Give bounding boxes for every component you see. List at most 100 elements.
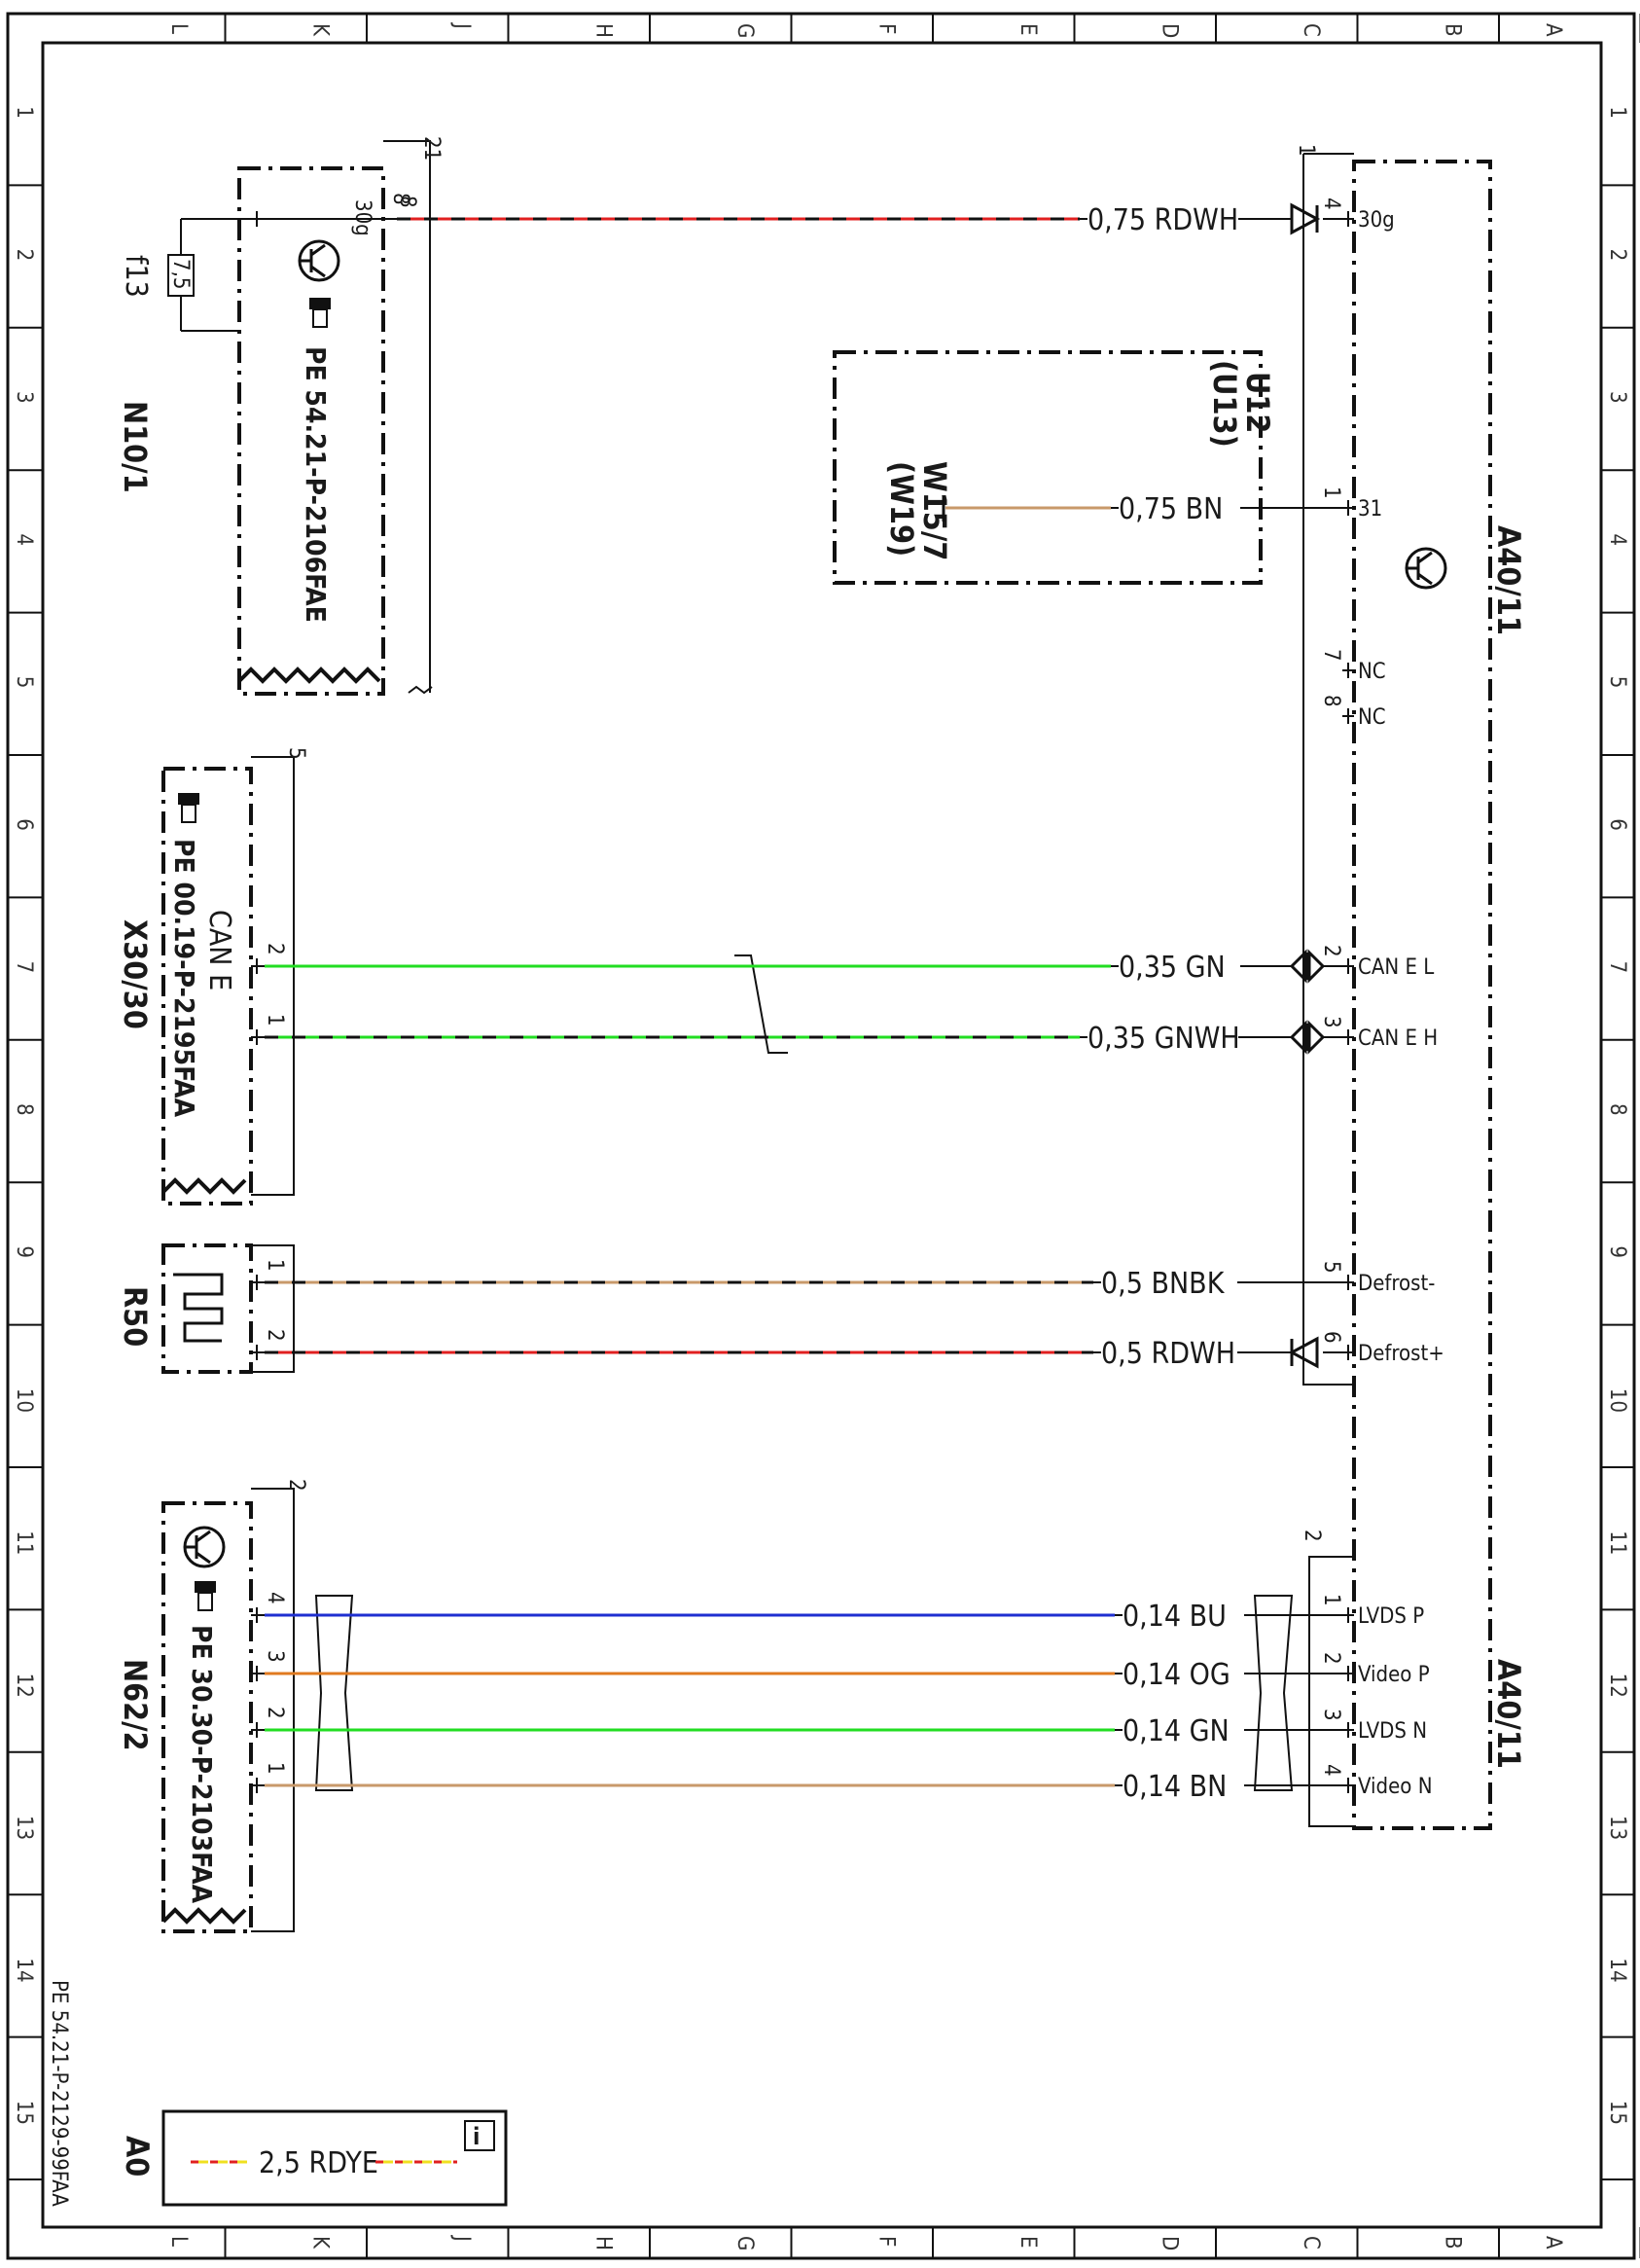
wire-label: 0,5 RDWH — [1101, 1337, 1235, 1371]
grid-row-label: 8 — [1605, 1103, 1629, 1116]
grid-column-label: G — [732, 23, 757, 38]
x30-30-connector-number: 5 — [284, 747, 308, 760]
fuse-value: 7,5 — [168, 259, 193, 289]
grid-row-label: 4 — [1605, 533, 1629, 546]
cable-shield-right — [1253, 1595, 1294, 1791]
signal-name: 31 — [1358, 497, 1382, 522]
grid-column-label: A — [1541, 23, 1565, 37]
wire-label: 0,14 GN — [1123, 1714, 1230, 1748]
wire-nc7[interactable]: 7NC — [1319, 649, 1386, 684]
pin-stub — [1342, 1722, 1354, 1738]
wire-label: 0,35 GNWH — [1087, 1022, 1240, 1056]
wire-label: 0,14 OG — [1123, 1658, 1230, 1692]
wire-nc8[interactable]: 8NC — [1319, 695, 1386, 730]
grid-column-label: H — [590, 2236, 615, 2250]
n10-1-pin-30g: 30g — [350, 199, 374, 236]
grid-row-label: 5 — [1605, 676, 1629, 689]
pin-stub — [1342, 500, 1354, 516]
info-icon-glyph: i — [473, 2123, 480, 2150]
pin-number: 8 — [1319, 695, 1343, 707]
heater-element-icon — [173, 1273, 224, 1343]
grid-row-label: 6 — [12, 818, 36, 831]
u13-alt-label: (U13) — [1206, 360, 1243, 448]
grid-row-label: 10 — [1605, 1388, 1629, 1413]
grid-column-label: C — [1299, 23, 1323, 37]
grid-column-label: B — [1440, 23, 1464, 37]
pin-stub — [1342, 1778, 1354, 1793]
wire-31[interactable]: 0,75 BN 1 31 — [945, 486, 1382, 526]
a0-label: A0 — [119, 2136, 156, 2177]
signal-name: LVDS N — [1358, 1719, 1427, 1744]
direction-arrow-icon — [1288, 1336, 1319, 1369]
pin-number: 1 — [1319, 486, 1343, 499]
n10-1-label: N10/1 — [117, 401, 154, 493]
grid-row-label: 15 — [12, 2101, 36, 2125]
grid-row-label: 9 — [1605, 1245, 1629, 1258]
grid-row-label: 5 — [12, 676, 36, 689]
grid-row-label: 10 — [12, 1388, 36, 1413]
transistor-icon — [1405, 547, 1447, 590]
signal-name: CAN E H — [1358, 1026, 1438, 1051]
a40-11-boundary — [1352, 160, 1492, 1830]
x30-30-connector-bracket — [251, 756, 295, 1196]
grid-row-label: 3 — [1605, 391, 1629, 404]
signal-name: CAN E L — [1358, 955, 1434, 980]
n10-1-pin-8: 8 — [388, 193, 412, 205]
pin-number: 4 — [1319, 198, 1343, 210]
r50-boundary — [161, 1243, 253, 1374]
source-pin-number: 2 — [263, 1329, 287, 1342]
w15-7-label: W15/7 — [916, 461, 953, 560]
cable-shield-left — [314, 1595, 354, 1791]
w19-alt-label: (W19) — [883, 461, 920, 557]
fuse-leads — [180, 218, 239, 332]
n62-2-reference: PE 30.30-P-2103FAA — [186, 1625, 218, 1904]
pin-number: 2 — [1319, 945, 1343, 957]
signal-name: NC — [1358, 705, 1386, 730]
grid-row-label: 8 — [12, 1103, 36, 1116]
grid-column-label: H — [590, 23, 615, 38]
signal-name: Defrost+ — [1358, 1342, 1444, 1366]
wire-label: 0,35 GN — [1119, 951, 1226, 985]
a40-11-connector-1-bracket — [1302, 153, 1354, 1386]
wire-label: 0,5 BNBK — [1101, 1267, 1226, 1301]
transistor-icon — [183, 1526, 226, 1568]
grid-row-label: 13 — [12, 1816, 36, 1840]
grid-column-label: C — [1299, 2236, 1323, 2250]
pin-stub — [1342, 663, 1354, 678]
direction-arrow-icon — [1290, 202, 1321, 235]
pin-stub — [1342, 1607, 1354, 1623]
grid-row-label: 7 — [12, 961, 36, 974]
a40-11-connector-1-number: 1 — [1294, 144, 1318, 157]
wire-label: 0,75 BN — [1119, 492, 1223, 526]
grid-row-label: 11 — [12, 1530, 36, 1555]
info-icon[interactable] — [464, 2120, 495, 2151]
pin-stub — [1342, 708, 1354, 724]
fuse-name: f13 — [119, 255, 153, 298]
grid-row-label: 9 — [12, 1245, 36, 1258]
grid-row-label: 12 — [12, 1674, 36, 1698]
a40-11-component: 1 2 A40/11 A40/11 — [1294, 144, 1527, 1830]
pin-stub — [1342, 1345, 1354, 1360]
grid-column-label: G — [732, 2236, 757, 2250]
transistor-icon — [298, 239, 340, 282]
grid-column-label: D — [1157, 23, 1181, 38]
wire-30g[interactable]: 0,75 RDWH 4 30g 8 — [251, 196, 1395, 237]
wire-label: 0,75 RDWH — [1087, 203, 1238, 237]
a40-11-label-top: A40/11 — [1490, 525, 1527, 635]
n62-2-connector-bracket — [251, 1488, 295, 1932]
a0-wire-label: 2,5 RDYE — [259, 2146, 378, 2180]
r50-component: R50 — [117, 1243, 295, 1374]
grid-column-label: E — [1016, 2236, 1040, 2249]
